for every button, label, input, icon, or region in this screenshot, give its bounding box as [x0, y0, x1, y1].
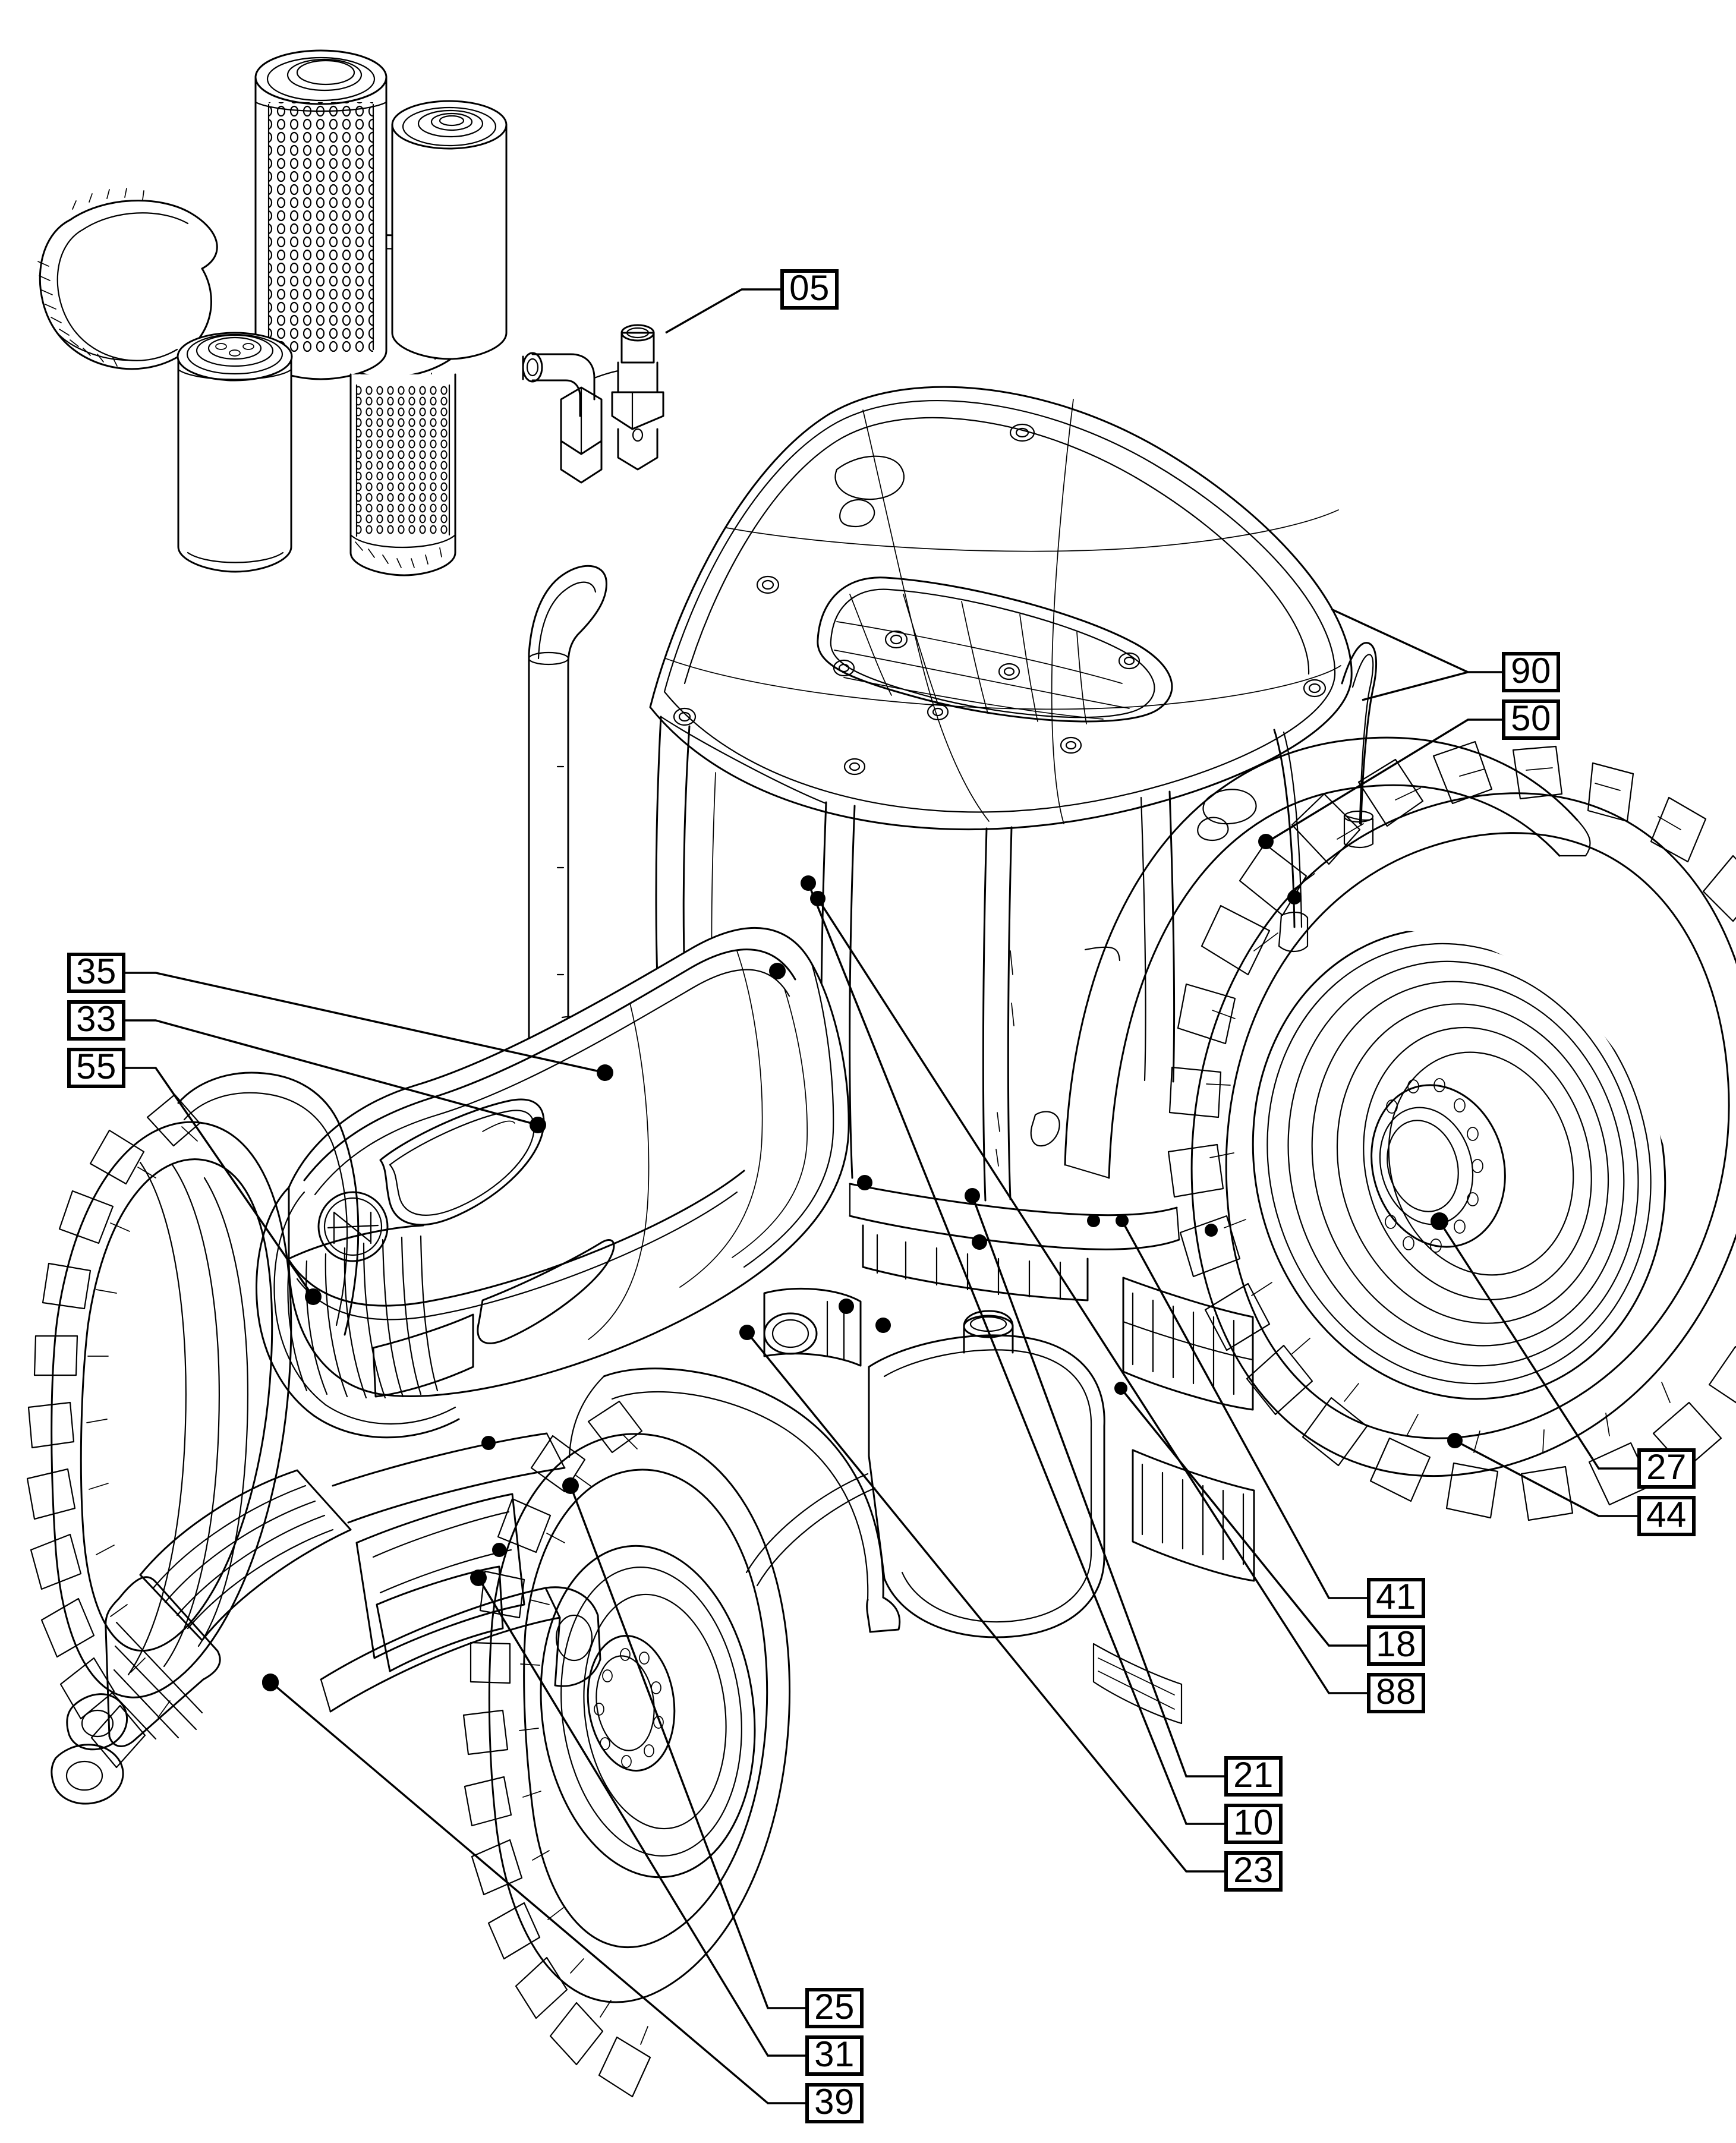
callout-label: 41: [1376, 1577, 1416, 1616]
callout-label: 39: [814, 2082, 855, 2122]
rear-fender-right: [1064, 736, 1591, 1179]
rear-wheel-right: [1167, 740, 1736, 1521]
callout-label: 10: [1233, 1802, 1274, 1842]
callout-label: 25: [814, 1987, 855, 2027]
leader-lines: [125, 288, 1637, 2104]
callout-label: 44: [1646, 1495, 1687, 1534]
callout-label: 21: [1233, 1755, 1274, 1795]
callout-18[interactable]: 18: [1367, 1625, 1425, 1666]
callout-label: 31: [814, 2034, 855, 2074]
callout-label: 33: [76, 999, 116, 1039]
callout-31[interactable]: 31: [805, 2035, 864, 2076]
callout-44[interactable]: 44: [1637, 1496, 1696, 1536]
air-filter-element-outer: [254, 49, 387, 380]
spin-on-oil-filter: [177, 332, 293, 573]
callout-label: 55: [76, 1047, 116, 1086]
callout-88[interactable]: 88: [1367, 1673, 1425, 1713]
callout-label: 27: [1646, 1447, 1687, 1487]
cab-assembly: [649, 386, 1378, 1202]
callout-90[interactable]: 90: [1502, 652, 1560, 692]
callout-41[interactable]: 41: [1367, 1578, 1425, 1618]
callout-label: 35: [76, 951, 116, 991]
callout-50[interactable]: 50: [1502, 699, 1560, 740]
callout-25[interactable]: 25: [805, 1988, 864, 2028]
callout-23[interactable]: 23: [1224, 1851, 1283, 1892]
air-filter-element-inner: [391, 100, 508, 360]
rear-wheel-left: [26, 1093, 292, 1769]
air-filter-element-front: [349, 373, 456, 576]
callout-39[interactable]: 39: [805, 2083, 864, 2123]
front-axle-group: [51, 1432, 601, 1805]
front-fender-right: [568, 1367, 901, 1633]
callout-21[interactable]: 21: [1224, 1756, 1283, 1797]
callout-35[interactable]: 35: [67, 953, 125, 993]
chassis-midsection: [745, 1183, 1255, 1725]
front-wheel-right: [462, 1400, 791, 2098]
callout-label: 05: [789, 268, 830, 308]
callout-label: 88: [1376, 1672, 1416, 1712]
front-fender-left: [177, 1072, 360, 1336]
callout-label: 18: [1376, 1624, 1416, 1664]
callout-label: 50: [1511, 698, 1551, 738]
engine-hood: [256, 926, 872, 1439]
callout-label: 90: [1511, 651, 1551, 691]
callout-27[interactable]: 27: [1637, 1448, 1696, 1489]
callout-label: 23: [1233, 1850, 1274, 1890]
fuel-line-fitting: [522, 324, 664, 484]
callout-10[interactable]: 10: [1224, 1804, 1283, 1844]
callout-55[interactable]: 55: [67, 1048, 125, 1088]
v-belt-large: [37, 188, 218, 370]
callout-05[interactable]: 05: [780, 269, 839, 310]
filter-belt-inset-art: [37, 49, 664, 576]
callout-33[interactable]: 33: [67, 1000, 125, 1041]
